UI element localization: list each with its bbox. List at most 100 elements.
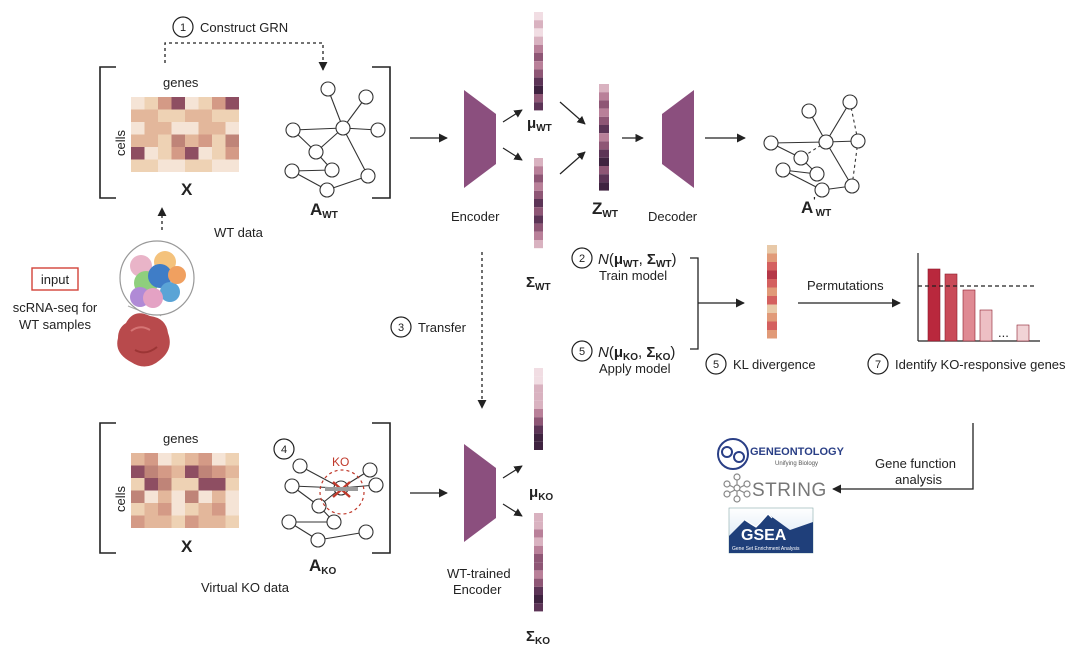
vector-cell: [534, 570, 543, 579]
matrix-cell: [198, 490, 212, 503]
svg-text:Identify KO-responsive genes: Identify KO-responsive genes: [895, 357, 1066, 372]
sigma-wt-vector: [534, 158, 543, 249]
matrix-cell: [144, 97, 158, 110]
vector-cell: [534, 94, 543, 103]
vector-cell: [599, 84, 609, 93]
vector-cell: [599, 157, 609, 166]
bars-ellipsis: ...: [998, 325, 1009, 340]
vector-cell: [534, 199, 543, 208]
matrix-cell: [225, 159, 239, 172]
vector-cell: [534, 36, 543, 45]
matrix-cell: [225, 97, 239, 110]
wt-distribution: N(μWT, ΣWT): [598, 251, 676, 270]
svg-text:GENEONTOLOGY: GENEONTOLOGY: [750, 446, 845, 458]
svg-text:WT samples: WT samples: [19, 317, 91, 332]
matrix-cell: [198, 109, 212, 122]
svg-text:Transfer: Transfer: [418, 320, 467, 335]
vector-cell: [534, 554, 543, 563]
matrix-cell: [158, 453, 172, 466]
matrix-cell: [171, 478, 185, 491]
matrix-cell: [131, 134, 145, 147]
svg-text:KL divergence: KL divergence: [733, 357, 816, 372]
matrix-cell: [158, 465, 172, 478]
kl-cell: [767, 321, 777, 330]
matrix-cell: [212, 122, 226, 135]
wt-encoder-shape: [464, 90, 496, 188]
matrix-cell: [144, 122, 158, 135]
graph-edge: [317, 531, 367, 541]
matrix-cell: [225, 122, 239, 135]
matrix-cell: [131, 147, 145, 160]
mu-ko-vector: [534, 368, 543, 450]
graph-node: [310, 532, 326, 548]
vector-cell: [534, 61, 543, 70]
matrix-cell: [171, 122, 185, 135]
vector-cell: [534, 85, 543, 94]
matrix-cell: [158, 134, 172, 147]
kl-cell: [767, 330, 777, 339]
input-block: input scRNA-seq for WT samples: [13, 267, 98, 332]
ko-graph-label: AKO: [309, 556, 337, 577]
matrix-cell: [144, 453, 158, 466]
gene-function-label-2: analysis: [895, 472, 942, 487]
matrix-cell: [198, 453, 212, 466]
step-7-identify-genes: 7 Identify KO-responsive genes: [867, 353, 1066, 375]
matrix-cell: [198, 159, 212, 172]
matrix-cell: [158, 478, 172, 491]
graph-node: [308, 144, 324, 160]
matrix-cell: [158, 515, 172, 528]
matrix-cell: [171, 453, 185, 466]
graph-node: [370, 122, 386, 138]
step-5-apply-model: 5 N(μKO, ΣKO) Apply model: [571, 340, 675, 376]
graph-edge: [292, 127, 344, 131]
matrix-cell: [198, 147, 212, 160]
graph-node: [284, 478, 300, 494]
vector-cell: [534, 368, 543, 377]
matrix-cell: [131, 109, 145, 122]
vector-cell: [534, 400, 543, 409]
permutations-label: Permutations: [807, 278, 884, 293]
mu-ko-label: μKO: [529, 484, 553, 503]
vector-cell: [534, 166, 543, 175]
kl-cell: [767, 304, 777, 313]
matrix-cell: [212, 478, 226, 491]
matrix-cell: [171, 109, 185, 122]
tissue-icon: [117, 313, 170, 367]
ko-tag: KO: [332, 455, 349, 469]
matrix-cell: [198, 515, 212, 528]
vector-cell: [534, 231, 543, 240]
matrix-cell: [131, 490, 145, 503]
bar: [962, 289, 976, 342]
geneontology-logo: GENEONTOLOGY Unifying Biology: [717, 438, 845, 470]
vector-cell: [534, 77, 543, 86]
matrix-cell: [185, 478, 199, 491]
svg-text:3: 3: [398, 322, 404, 334]
matrix-cell: [158, 147, 172, 160]
graph-edge: [851, 140, 859, 187]
matrix-cell: [171, 490, 185, 503]
graph-node: [362, 462, 378, 478]
matrix-cell: [225, 490, 239, 503]
ko-matrix-label: X: [181, 537, 193, 556]
wt-cells-label: cells: [113, 129, 128, 156]
vector-cell: [534, 586, 543, 595]
ko-genes-label: genes: [163, 431, 199, 446]
graph-node: [844, 178, 860, 194]
graph-node: [358, 89, 374, 105]
matrix-cell: [185, 109, 199, 122]
kl-cell: [767, 287, 777, 296]
svg-text:7: 7: [875, 359, 881, 371]
vector-cell: [534, 20, 543, 29]
step-3-transfer: 3 Transfer: [390, 252, 487, 409]
graph-node: [368, 477, 384, 493]
svg-text:2: 2: [579, 253, 585, 265]
matrix-cell: [212, 134, 226, 147]
matrix-cell: [131, 97, 145, 110]
vector-cell: [534, 513, 543, 522]
graph-node: [801, 103, 817, 119]
ko-cells-label: cells: [113, 485, 128, 512]
kl-cell: [767, 296, 777, 305]
matrix-cell: [171, 97, 185, 110]
vector-cell: [534, 207, 543, 216]
